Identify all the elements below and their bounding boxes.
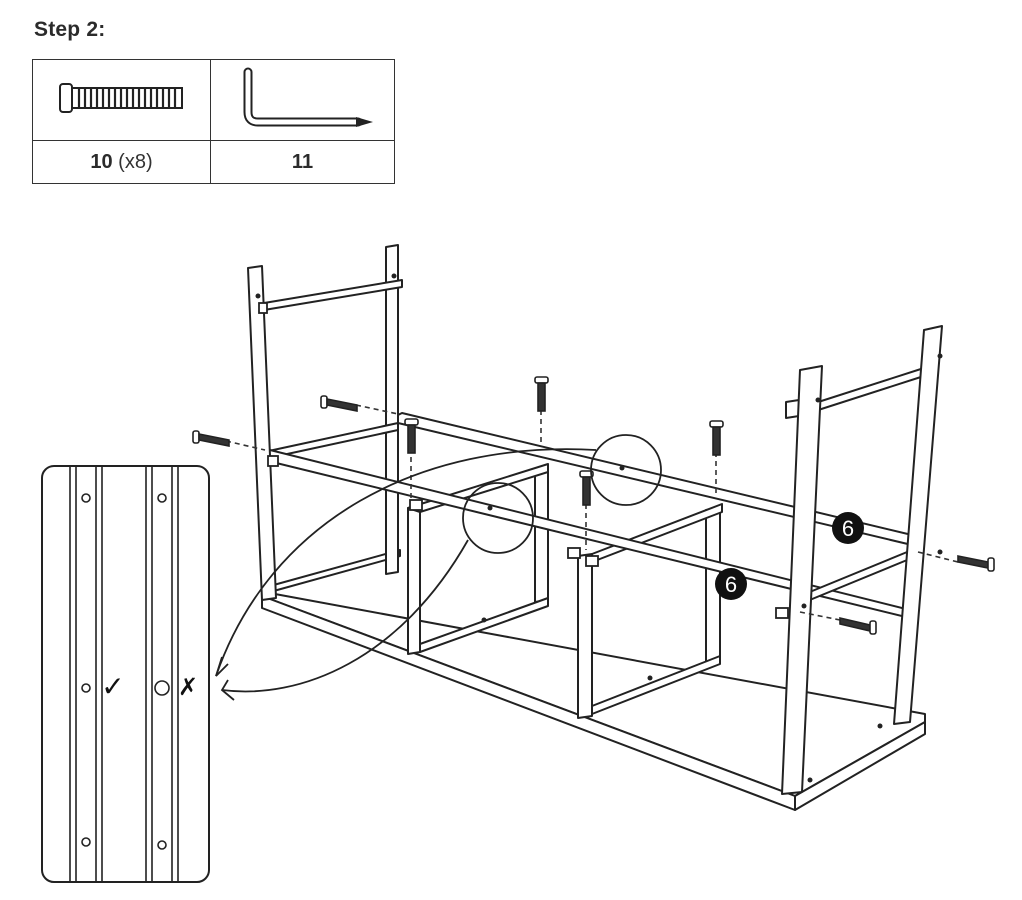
screw-icon [404,418,419,454]
magnifier-circle [462,482,534,554]
screws [192,376,995,635]
cross-icon: ✗ [178,673,198,701]
screw-icon [957,555,995,572]
part-number: 10 [90,150,113,173]
part-label-allen-key: 11 [210,140,395,184]
bottom-board [261,593,926,811]
callout-label: 6 [725,572,737,597]
zoom-arc [215,448,597,677]
zoom-arc [221,539,469,693]
part-number: 11 [291,150,314,173]
right-top-crossbar [811,367,925,413]
part-label-screw: 10 (x8) [32,140,211,184]
magnifier-circle [590,434,662,506]
zoom-indicators [215,434,662,701]
detail-panel: ✓ ✗ [41,465,210,883]
step-title: Step 2: [34,18,106,41]
brackets [258,302,789,619]
part-cell-screw [32,59,211,141]
screw-icon [192,430,230,447]
callout-6: 6 [832,512,864,544]
callout-label: 6 [842,516,854,541]
part-quantity: (x8) [118,150,153,173]
allen-key-icon [243,67,373,127]
parts-table: 10 (x8) 11 [32,59,395,184]
arrowhead-icon [215,656,229,677]
left-top-crossbar [257,279,403,312]
check-icon: ✓ [101,670,124,703]
correct-hole [81,683,91,693]
callout-6: 6 [715,568,747,600]
front-right-post [781,365,823,795]
holes [255,273,943,783]
part-cell-allen-key [210,59,395,141]
middle-frame-right [577,503,723,719]
arrowhead-icon [220,679,235,701]
screw-icon [709,420,724,456]
wrong-hole [154,680,170,696]
screw-guides [225,404,959,621]
screw-icon [320,395,358,412]
screw-icon [579,470,594,506]
screw-icon [839,616,877,635]
front-left-post [247,265,277,601]
rear-right-post [893,325,943,725]
screw-icon [534,376,549,412]
rear-left-post [385,244,399,575]
screw-icon [58,82,183,113]
